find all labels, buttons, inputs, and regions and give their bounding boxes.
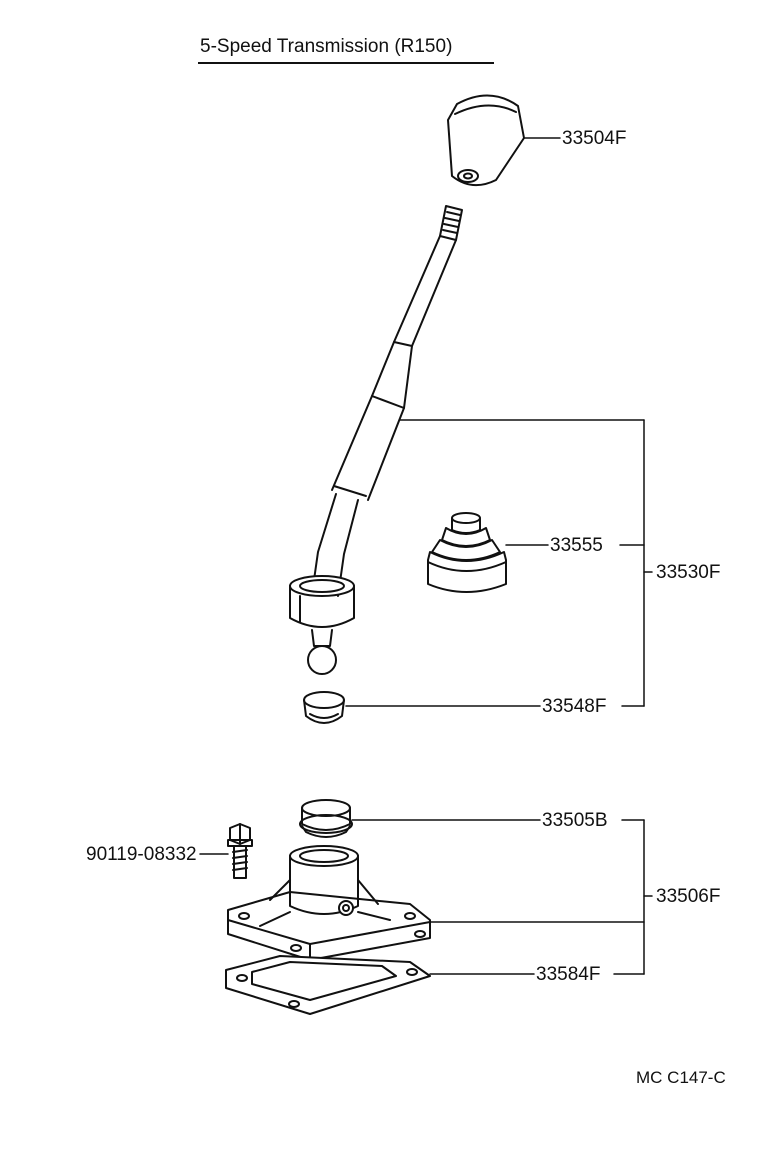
- figure-code: MC C147-C: [636, 1068, 726, 1087]
- dust-boot: [427, 512, 507, 593]
- shift-retainer: [227, 845, 431, 963]
- diagram-title: 5-Speed Transmission (R150): [200, 36, 453, 57]
- bushing: [299, 799, 353, 838]
- shift-knob: [447, 94, 525, 187]
- shift-lever: [289, 205, 463, 675]
- label-gasket: 33584F: [536, 964, 601, 985]
- label-seat: 33548F: [542, 696, 607, 717]
- label-bolt: 90119-08332: [86, 844, 197, 865]
- bolt: [227, 823, 253, 879]
- leader-lines: [199, 137, 653, 975]
- label-knob: 33504F: [562, 128, 627, 149]
- label-lever-assembly: 33530F: [656, 562, 721, 583]
- label-boot: 33555: [550, 535, 603, 556]
- label-retainer-assembly: 33506F: [656, 886, 721, 907]
- gasket: [225, 955, 431, 1015]
- title-underline: [198, 62, 494, 64]
- label-bushing: 33505B: [542, 810, 608, 831]
- lever-seat: [303, 691, 345, 724]
